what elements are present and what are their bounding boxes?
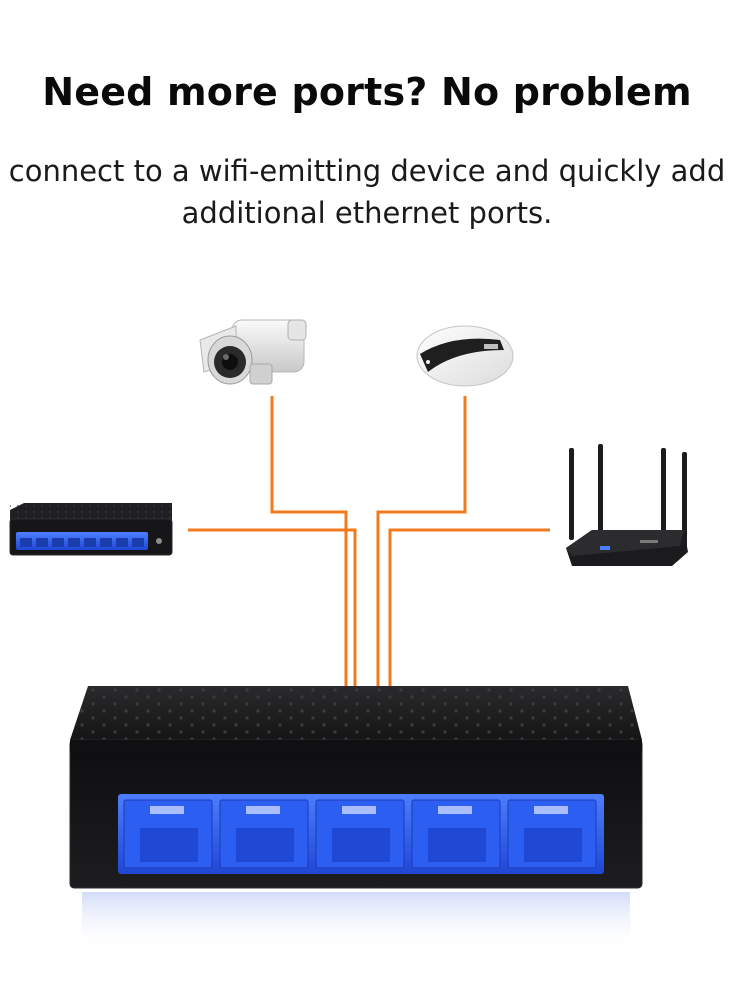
ethernet-port-1 xyxy=(123,799,213,869)
camera-icon xyxy=(199,319,307,385)
ethernet-port-5 xyxy=(507,799,597,869)
subheadline-line-2: additional ethernet ports. xyxy=(181,196,553,230)
ethernet-port-2 xyxy=(219,799,309,869)
cable-router xyxy=(388,528,550,688)
switch-reflection xyxy=(82,892,630,952)
subheadline-line-1: connect to a wifi-emitting device and qu… xyxy=(8,154,726,188)
ethernet-port-4 xyxy=(411,799,501,869)
cable-access-point xyxy=(376,396,467,688)
cable-small-switch xyxy=(188,528,357,688)
router-icon xyxy=(566,444,688,566)
ethernet-ports xyxy=(123,799,597,869)
small-switch-icon xyxy=(9,503,173,556)
ethernet-port-3 xyxy=(315,799,405,869)
access-point-icon xyxy=(416,325,514,387)
main-switch-icon xyxy=(69,686,643,952)
cables xyxy=(188,396,550,688)
cable-camera xyxy=(270,396,348,688)
headline: Need more ports? No problem xyxy=(42,70,692,114)
subheadline: connect to a wifi-emitting device and qu… xyxy=(0,150,734,234)
